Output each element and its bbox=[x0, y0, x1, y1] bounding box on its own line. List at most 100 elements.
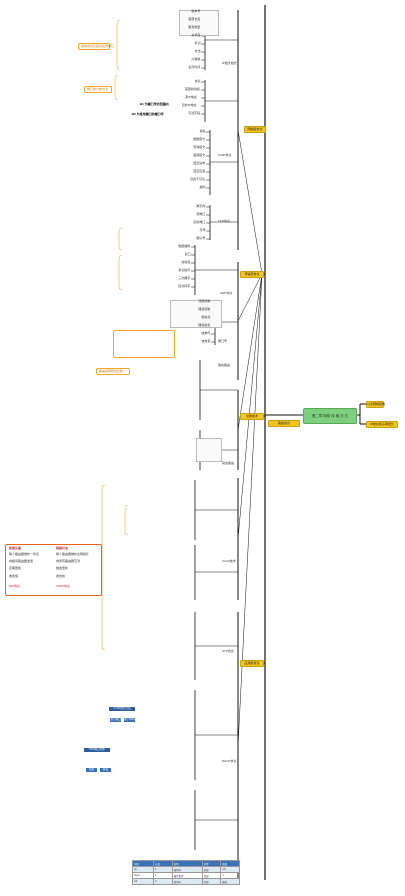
connector-line bbox=[237, 273, 263, 747]
leaf-label[interactable]: 标识 bbox=[194, 41, 201, 46]
branch-transport-layer[interactable]: 传输层协议 bbox=[240, 271, 264, 278]
blue-diagram-1-box-1: 基于端口 bbox=[110, 718, 121, 722]
orange-note-3: 路由选择算法比较 bbox=[96, 368, 130, 375]
leaf-label[interactable]: 序号 bbox=[199, 228, 206, 233]
sub-dynamic-route[interactable]: 动态路由 bbox=[222, 461, 235, 465]
leaf-label[interactable]: 目的IP地址 bbox=[181, 103, 197, 108]
table-cell: 随机 bbox=[220, 878, 240, 885]
right-branch-ethernet[interactable]: 以太网帧结构 bbox=[366, 401, 386, 408]
connector-line bbox=[237, 273, 263, 540]
leaf-label[interactable]: 生存时间 bbox=[188, 65, 201, 70]
port-compare-frame bbox=[113, 330, 175, 358]
leaf-label[interactable]: 回显应答 bbox=[193, 169, 206, 174]
dhcp-field-table: 字段 长度 说明 位置 取值 op 1 操作码 首部 1/2 htype 1 硬… bbox=[131, 860, 240, 885]
bracket-line bbox=[118, 254, 123, 291]
leaf-label[interactable]: 重定向 bbox=[196, 204, 206, 209]
sub-ip-header[interactable]: IP报文格式 bbox=[222, 61, 237, 65]
table-cell: 首部 bbox=[201, 878, 222, 885]
routing-diagram-image bbox=[196, 438, 222, 462]
leaf-label[interactable]: 填充 bbox=[199, 129, 206, 134]
table-row: xid 4 事务ID 首部 随机 bbox=[131, 878, 240, 885]
leaf-label[interactable]: 目的不可达 bbox=[190, 177, 206, 182]
leaf-label[interactable]: 目的端口 bbox=[193, 220, 206, 225]
table-cell: 事务ID bbox=[171, 878, 203, 885]
blue-diagram-1-box-2: 基于MAC bbox=[124, 718, 135, 722]
leaf-label[interactable]: 三次握手 bbox=[178, 276, 191, 281]
leaf-label[interactable]: 源IP地址 bbox=[185, 95, 197, 100]
leaf-label[interactable]: 慢启动 bbox=[201, 315, 211, 320]
leaf-label[interactable]: 快恢复 bbox=[201, 339, 211, 344]
red-box-left-line-1: 每个路由器维护一张表 bbox=[9, 552, 40, 556]
leaf-label[interactable]: 片偏移 bbox=[191, 57, 201, 62]
sub-vlan[interactable]: VLAN技术 bbox=[222, 559, 236, 563]
leaf-label[interactable]: 标志 bbox=[194, 49, 201, 54]
leaf-label[interactable]: 源端口 bbox=[196, 212, 206, 217]
leaf-label[interactable]: 可选字段 bbox=[188, 111, 201, 116]
leaf-label[interactable]: 快重传 bbox=[201, 331, 211, 336]
leaf-label[interactable]: 窗口 bbox=[184, 252, 191, 257]
leaf-label[interactable]: 拥塞避免 bbox=[198, 323, 211, 328]
routing-algorithm-compare: 距离矢量 链路状态 每个路由器维护一张表 向相邻路由器发送 定期更新 收敛慢 R… bbox=[5, 544, 102, 596]
leaf-label[interactable]: 数据部分 bbox=[193, 137, 206, 142]
sub-icmp[interactable]: ICMP协议 bbox=[218, 153, 232, 157]
bracket-line bbox=[116, 19, 121, 71]
leaf-label[interactable]: 流量控制 bbox=[198, 299, 211, 304]
orange-note-1: 常用协议及其对应的端口 bbox=[78, 43, 114, 50]
leaf-label[interactable]: 拥塞控制 bbox=[198, 307, 211, 312]
sub-tcp[interactable]: TCP协议 bbox=[218, 219, 231, 223]
red-box-right-title: 链路状态 bbox=[56, 546, 69, 550]
branch-network-layer[interactable]: 网络层协议 bbox=[244, 126, 266, 133]
connector-line bbox=[237, 273, 263, 322]
sub-stp[interactable]: STP协议 bbox=[222, 649, 234, 653]
blue-diagram-1-title: VLAN划分方式 bbox=[109, 707, 135, 711]
network-topology-image bbox=[179, 10, 219, 36]
red-box-left-line-5: RIP协议 bbox=[9, 584, 21, 588]
bracket-line bbox=[114, 74, 119, 101]
bold-note-2: B2 为常用端口的端口号 bbox=[132, 112, 164, 116]
leaf-label[interactable]: 四次挥手 bbox=[178, 284, 191, 289]
table-cell: xid bbox=[131, 878, 155, 885]
leaf-label[interactable]: 协议 bbox=[194, 79, 201, 84]
red-box-right-line-2: 向所有路由器泛洪 bbox=[56, 559, 81, 563]
leaf-label[interactable]: 版本号 bbox=[191, 9, 201, 14]
leaf-label[interactable]: 查询报文 bbox=[193, 145, 206, 150]
red-box-left-line-3: 定期更新 bbox=[9, 566, 22, 570]
leaf-label[interactable]: 总长度 bbox=[191, 33, 201, 38]
branch-routing[interactable]: 路由协议 bbox=[268, 420, 300, 427]
leaf-label[interactable]: 校验和 bbox=[181, 260, 191, 265]
bracket-line bbox=[124, 504, 129, 536]
red-box-right-line-3: 触发更新 bbox=[56, 566, 69, 570]
blue-diagram-2-title: STP端口状态 bbox=[84, 748, 110, 752]
right-branch-ip[interactable]: IP地址和子网划分 bbox=[366, 421, 398, 428]
table-cell: 4 bbox=[153, 878, 173, 885]
branch-switching[interactable]: 交换技术 bbox=[240, 413, 264, 420]
sub-ports[interactable]: 端口号 bbox=[218, 339, 228, 343]
bracket-line bbox=[118, 227, 123, 251]
connector-lines bbox=[101, 5, 366, 880]
sub-static-route[interactable]: 静态路由 bbox=[218, 363, 231, 367]
leaf-label[interactable]: 差错报文 bbox=[193, 153, 206, 158]
sub-udp[interactable]: UDP协议 bbox=[220, 291, 233, 295]
leaf-label[interactable]: 数据偏移 bbox=[178, 244, 191, 249]
red-box-right-line-4: 收敛快 bbox=[56, 574, 66, 578]
red-box-right-line-5: OSPF协议 bbox=[56, 584, 71, 588]
bracket-line bbox=[101, 484, 106, 651]
leaf-label[interactable]: 紧急指针 bbox=[178, 268, 191, 273]
leaf-label[interactable]: 回显请求 bbox=[193, 161, 206, 166]
central-topic[interactable]: 第二章 网络 传 输 方 式 bbox=[303, 408, 357, 424]
leaf-label[interactable]: 首部长度 bbox=[188, 17, 201, 22]
blue-diagram-2-box-2: 转发 bbox=[100, 768, 111, 772]
connector-line bbox=[237, 273, 263, 431]
bold-note-1: B1 为端口号的范围内 bbox=[140, 102, 169, 106]
branch-application[interactable]: 应用层协议 bbox=[240, 660, 264, 667]
leaf-label[interactable]: 首部校验和 bbox=[185, 87, 201, 92]
leaf-label[interactable]: 超时 bbox=[199, 185, 206, 190]
orange-note-2: 端口的分类方法 bbox=[84, 86, 112, 93]
red-box-left-line-4: 收敛慢 bbox=[9, 574, 19, 578]
red-box-left-title: 距离矢量 bbox=[9, 546, 22, 550]
sub-dhcp[interactable]: DHCP协议 bbox=[222, 759, 237, 763]
leaf-label[interactable]: 确认号 bbox=[196, 236, 206, 241]
orange-note-2-text: 端口的分类方法 bbox=[87, 86, 109, 91]
leaf-label[interactable]: 服务类型 bbox=[188, 25, 201, 30]
